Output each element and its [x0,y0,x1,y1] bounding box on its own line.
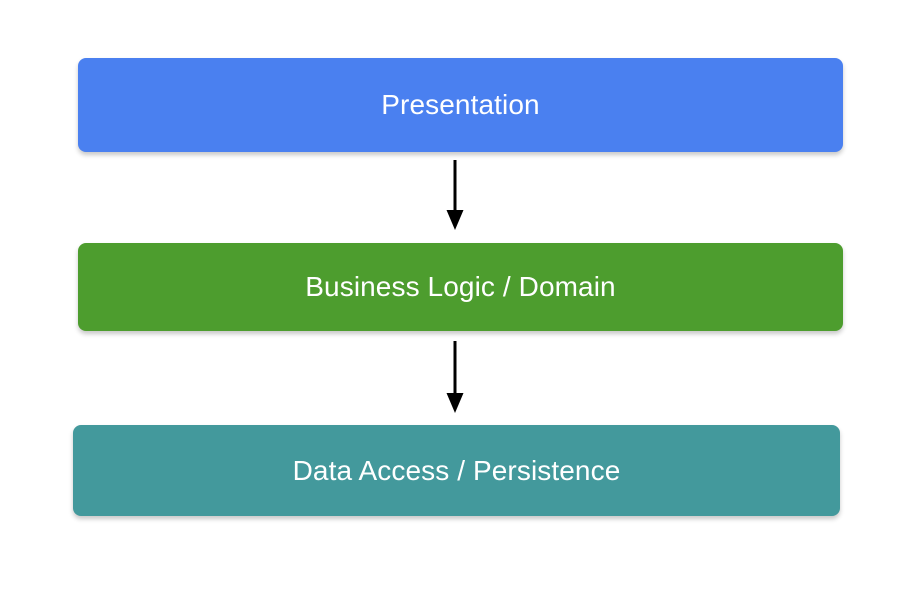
arrow-business-logic-to-data-access [446,341,464,413]
layer-box-data-access[interactable]: Data Access / Persistence [73,425,840,516]
arrow-head-icon [446,210,464,230]
arrow-presentation-to-business-logic [446,160,464,230]
layer-label-business-logic: Business Logic / Domain [305,271,616,302]
layer-box-business-logic[interactable]: Business Logic / Domain [78,243,843,331]
arrow-head-icon [446,393,464,413]
layer-label-presentation: Presentation [381,89,540,120]
layer-label-data-access: Data Access / Persistence [292,454,621,486]
layer-box-presentation[interactable]: Presentation [78,58,843,152]
